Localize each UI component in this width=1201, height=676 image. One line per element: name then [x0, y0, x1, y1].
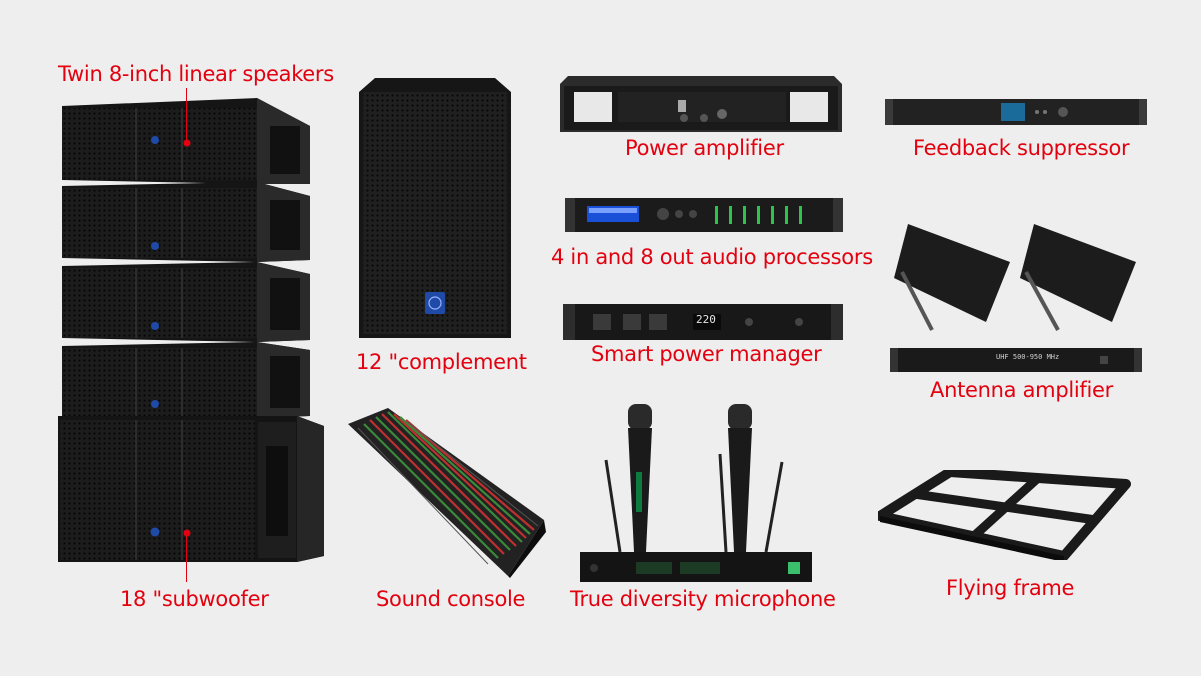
line-array-speaker-stack	[52, 96, 332, 566]
label-power-manager: Smart power manager	[591, 342, 822, 366]
label-antenna-amplifier: Antenna amplifier	[930, 378, 1113, 402]
sound-console	[348, 408, 548, 578]
label-feedback-suppressor: Feedback suppressor	[913, 136, 1130, 160]
complement-speaker	[355, 78, 515, 340]
smart-power-manager	[563, 300, 843, 342]
audio-processor	[565, 194, 843, 234]
flying-frame	[878, 470, 1134, 560]
label-subwoofer: 18 "subwoofer	[120, 587, 269, 611]
power-manager-display: 220	[696, 313, 716, 326]
label-console: Sound console	[376, 587, 526, 611]
label-flying-frame: Flying frame	[946, 576, 1075, 600]
label-processor: 4 in and 8 out audio processors	[551, 245, 873, 269]
antenna-amp-display: UHF 500-950 MHz	[996, 353, 1060, 361]
directional-antennas	[890, 222, 1142, 334]
pointer-line-bottom	[186, 534, 187, 582]
label-microphone: True diversity microphone	[570, 587, 836, 611]
power-amplifier	[560, 76, 842, 132]
label-complement: 12 "complement	[356, 350, 527, 374]
antenna-amplifier	[890, 348, 1142, 372]
feedback-suppressor	[885, 97, 1147, 127]
label-power-amplifier: Power amplifier	[625, 136, 784, 160]
label-line-array: Twin 8-inch linear speakers	[58, 62, 334, 86]
pointer-line-top	[186, 88, 187, 142]
wireless-microphone-system	[576, 402, 816, 584]
